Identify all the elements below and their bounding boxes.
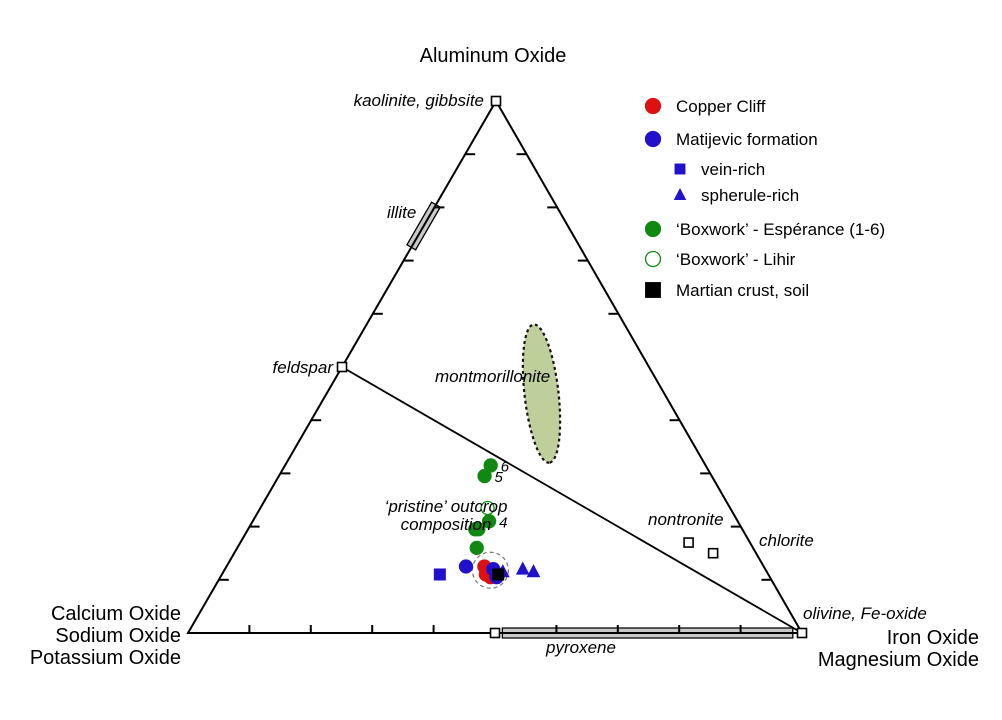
point-boxwork-esp-rance-1-6-5 bbox=[483, 458, 498, 473]
point-label-6: 6 bbox=[501, 458, 510, 475]
point-label-5: 5 bbox=[495, 469, 504, 486]
region-label-montmorillonite: montmorillonite bbox=[435, 367, 550, 386]
legend-label-boxwork-esp-rance-1-6: ‘Boxwork’ - Espérance (1-6) bbox=[676, 220, 885, 239]
mineral-label-olivine: olivine, Fe-oxide bbox=[803, 604, 927, 623]
legend-label-boxwork-lihir: ‘Boxwork’ - Lihir bbox=[676, 250, 796, 269]
legend-label-vein-rich: vein-rich bbox=[701, 160, 765, 179]
point-vein-rich-0 bbox=[433, 568, 446, 581]
mineral-marker-feldspar bbox=[336, 361, 348, 373]
point-boxwork-esp-rance-1-6-4 bbox=[477, 468, 492, 484]
mineral-marker-kaolinite-gibbsite bbox=[490, 95, 502, 107]
legend-label-martian-crust-soil: Martian crust, soil bbox=[676, 281, 809, 300]
region-label-pyroxene: pyroxene bbox=[545, 638, 616, 657]
legend-marker-vein-rich bbox=[674, 163, 686, 175]
mineral-marker-chlorite bbox=[707, 547, 719, 559]
legend-marker-matijevic-formation bbox=[644, 130, 662, 148]
point-label-4: 4 bbox=[499, 514, 507, 531]
apex-right-label-2: Magnesium Oxide bbox=[818, 649, 979, 671]
point-boxwork-esp-rance-1-6-0 bbox=[469, 540, 484, 556]
apex-left-label-3: Potassium Oxide bbox=[30, 647, 181, 669]
region-label-illite: illite bbox=[387, 203, 416, 222]
point-boxwork-lihir-0 bbox=[480, 500, 495, 516]
mixing-line-layer bbox=[341, 366, 803, 634]
legend-label-spherule-rich: spherule-rich bbox=[701, 186, 799, 205]
annotation-line-2: composition bbox=[401, 515, 492, 534]
point-martian-crust-soil-0 bbox=[492, 568, 505, 581]
legend-label-copper-cliff: Copper Cliff bbox=[676, 97, 766, 116]
cluster-dashed-circle bbox=[471, 551, 509, 589]
mixing-line bbox=[341, 366, 803, 634]
mineral-markers-layer bbox=[336, 95, 808, 639]
mineral-label-kaolinite: kaolinite, gibbsite bbox=[354, 91, 484, 110]
apex-top-label: Aluminum Oxide bbox=[420, 45, 567, 67]
montmorillonite-region bbox=[521, 323, 562, 464]
legend-marker-spherule-rich bbox=[673, 187, 687, 200]
apex-left-label-1: Calcium Oxide bbox=[51, 603, 181, 625]
point-matijevic-formation-0 bbox=[458, 559, 474, 574]
legend-marker-boxwork-esp-rance-1-6 bbox=[644, 220, 662, 238]
mineral-marker-nontronite bbox=[683, 537, 694, 548]
mineral-label-chlorite: chlorite bbox=[759, 531, 814, 550]
point-boxwork-esp-rance-1-6-2 bbox=[471, 522, 486, 537]
annotation-line-1: ‘pristine’ outcrop bbox=[385, 497, 508, 516]
apex-right-label-1: Iron Oxide bbox=[887, 627, 979, 649]
legend-marker-copper-cliff bbox=[644, 97, 662, 115]
legend-marker-martian-crust-soil bbox=[645, 282, 661, 298]
mineral-label-nontronite: nontronite bbox=[648, 510, 724, 529]
point-spherule-rich-1 bbox=[515, 561, 530, 575]
mineral-marker-pyroxene bbox=[489, 627, 501, 639]
mineral-label-feldspar: feldspar bbox=[273, 358, 335, 377]
ticks-layer bbox=[218, 153, 772, 633]
legend-marker-boxwork-lihir bbox=[644, 250, 662, 268]
point-spherule-rich-2 bbox=[526, 564, 541, 578]
apex-left-label-2: Sodium Oxide bbox=[55, 625, 181, 647]
data-points-layer: 4 56 bbox=[433, 458, 541, 585]
mineral-marker-olivine-fe-oxide bbox=[796, 627, 808, 639]
legend-label-matijevic-formation: Matijevic formation bbox=[676, 130, 818, 149]
